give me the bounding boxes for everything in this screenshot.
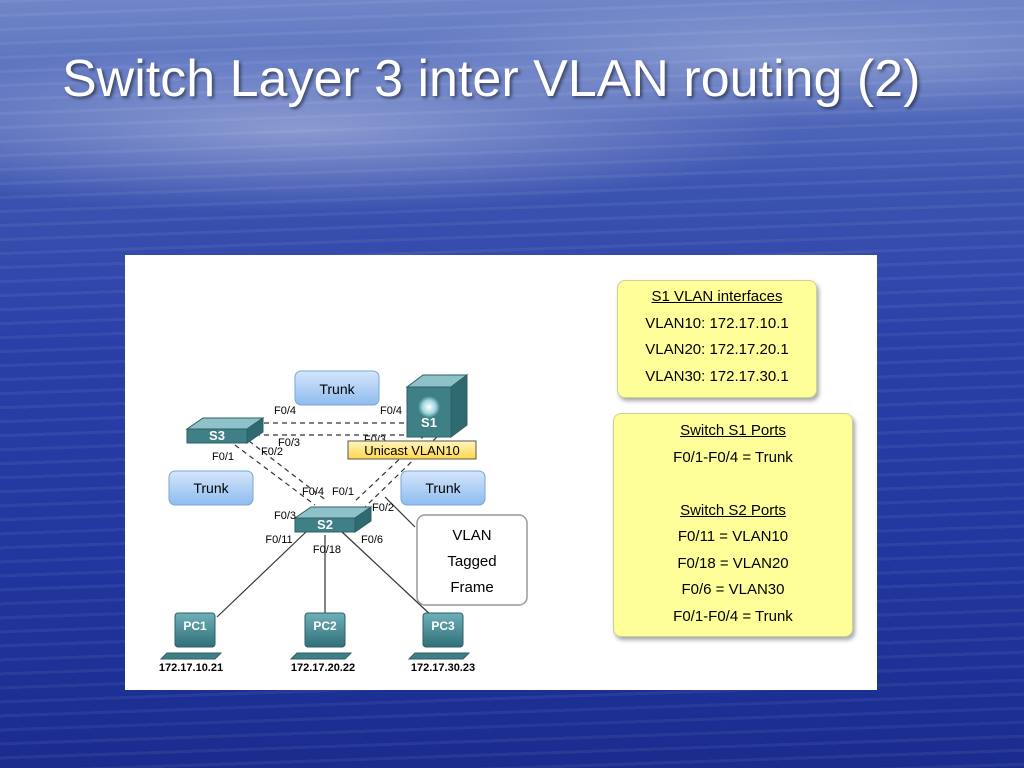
trunk-links [216,422,438,618]
link-s3-s2-a [234,444,316,506]
trunk-label-top: Trunk [294,370,380,406]
link-s1-s2-a [352,434,426,504]
unicast-vlan10-label: Unicast VLAN10 [347,440,477,460]
link-s1-s2-b [364,436,438,508]
vlan-tagged-frame-callout: VLAN Tagged Frame [416,514,528,606]
s1-vlan-line: VLAN20: 172.17.20.1 [645,341,789,358]
callout-pointer [384,496,416,528]
trunk-label-right-text: Trunk [425,480,461,496]
s2-ports-title: Switch S2 Ports [680,501,786,519]
port-s2-f018: F0/18 [313,544,341,556]
s1-vlan-interfaces-box: S1 VLAN interfaces VLAN10: 172.17.10.1 V… [617,280,817,398]
pc3-ip: 172.17.30.23 [411,662,475,674]
s2-ports-line: F0/1-F0/4 = Trunk [673,607,793,625]
switch-s3-label: S3 [209,428,225,443]
s1-vlan-box-title: S1 VLAN interfaces [651,288,783,305]
port-s2-f06: F0/6 [361,534,383,546]
callout-line-3: Frame [450,579,493,596]
callout-line-2: Tagged [447,553,496,570]
port-s3-f02: F0/2 [261,446,283,458]
trunk-label-left: Trunk [168,470,254,506]
link-s2-pc1 [216,530,308,618]
s1-ports-line: F0/1-F0/4 = Trunk [673,448,793,466]
pc2-label: PC2 [313,619,337,633]
s2-ports-line: F0/11 = VLAN10 [677,528,789,545]
pc3-label: PC3 [431,619,455,633]
s2-ports-line: F0/18 = VLAN20 [677,554,789,572]
port-s3-f01: F0/1 [212,451,234,463]
trunk-label-right: Trunk [400,470,486,506]
unicast-vlan10-text: Unicast VLAN10 [364,443,459,458]
port-s2-f04: F0/4 [302,486,324,498]
switch-s2-icon: S2 [293,506,373,533]
switch-ports-box: Switch S1 Ports F0/1-F0/4 = Trunk Switch… [613,413,853,637]
switch-s2-label: S2 [317,517,333,532]
pc3-icon: PC3 172.17.30.23 [407,612,475,674]
callout-line-1: VLAN [452,527,491,544]
switch-s1-l3-icon: S1 [405,374,469,438]
s1-vlan-line: VLAN10: 172.17.10.1 [645,314,789,332]
port-s3-f04: F0/4 [274,405,296,417]
network-diagram: Trunk Trunk Trunk S3 S2 [125,255,877,690]
link-s3-s2-b [248,440,328,502]
link-s2-pc3 [340,530,434,618]
slide-title: Switch Layer 3 inter VLAN routing (2) [62,50,921,108]
pc1-ip: 172.17.10.21 [159,662,223,674]
port-s3-f03: F0/3 [278,437,300,449]
port-s2-f02: F0/2 [372,502,394,514]
s2-ports-line: F0/6 = VLAN30 [681,581,785,598]
port-s2-f011: F0/11 [265,534,292,546]
switch-s3-icon: S3 [185,417,265,444]
trunk-label-top-text: Trunk [319,381,355,397]
port-s2-f03: F0/3 [274,510,296,522]
switch-s1-label: S1 [421,415,437,430]
spacer [614,471,852,498]
pc2-icon: PC2 172.17.20.22 [289,612,355,674]
port-s1-f04: F0/4 [380,405,402,417]
s1-ports-title: Switch S1 Ports [680,422,786,439]
pc1-label: PC1 [183,619,207,633]
port-s2-f01: F0/1 [332,486,354,498]
pc1-icon: PC1 172.17.10.21 [159,612,223,674]
trunk-label-left-text: Trunk [193,480,229,496]
s1-vlan-line: VLAN30: 172.17.30.1 [645,367,789,385]
pc2-ip: 172.17.20.22 [291,662,355,674]
